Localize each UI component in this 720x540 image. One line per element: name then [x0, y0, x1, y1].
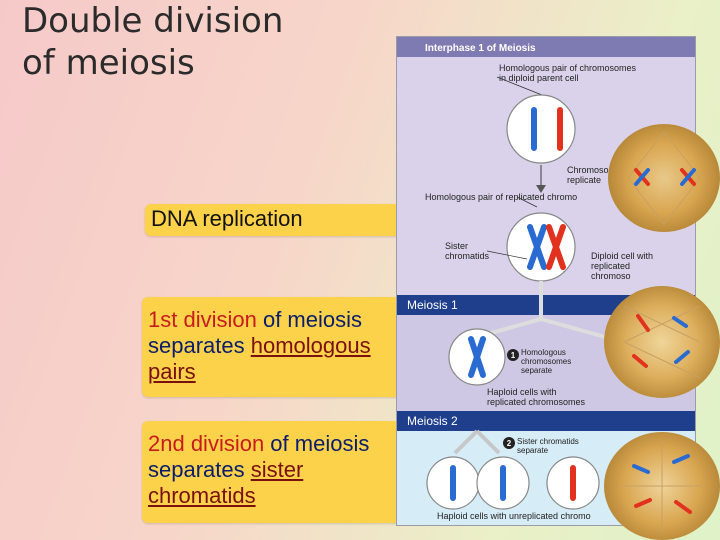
label-sister: Sister: [445, 241, 468, 251]
label-haploid-unreplicated: Haploid cells with unreplicated chromo: [437, 511, 591, 521]
label-replicate: replicate: [567, 175, 601, 185]
meiosis1-division-term: 1st division: [148, 307, 257, 332]
meiosis1-band-label: Meiosis 1: [407, 298, 458, 312]
step1-line1: Homologous: [521, 348, 566, 357]
step1-line2: chromosomes: [521, 357, 571, 366]
meiosis2-band: [397, 411, 695, 431]
meiosis-diagram: Interphase 1 of Meiosis Homologous pair …: [396, 36, 696, 526]
meiosis2-box: 2nd division of meiosis separates sister…: [142, 421, 400, 523]
step2-number: 2: [507, 439, 512, 448]
meiosis1-chromosome-blue: [468, 336, 486, 378]
step1-marker: [507, 349, 519, 361]
chromosome-red: [557, 107, 563, 151]
label-chromosomes-2: chromoso: [591, 271, 631, 281]
replicated-chromosome-red: [546, 224, 566, 270]
interphase-header-bar: [397, 37, 695, 57]
label-replicated: replicated: [591, 261, 630, 271]
chromatid-blue-1: [450, 465, 456, 501]
micrograph-metaphase-1: [608, 124, 720, 232]
interphase-header: Interphase 1 of Meiosis: [425, 43, 536, 54]
meiosis1-box: 1st division of meiosis separates homolo…: [142, 297, 400, 397]
meiosis1-homologous-term: homologous pairs: [148, 333, 371, 384]
label-in-diploid: in diploid parent cell: [499, 73, 579, 83]
step1-number: 1: [511, 351, 516, 360]
step2-marker: [503, 437, 515, 449]
label-haploid-replicated-1: Haploid cells with: [487, 387, 557, 397]
parent-cell: [506, 94, 576, 164]
micrograph-anaphase-1: [604, 286, 720, 398]
meiosis2-sister-term: sister chromatids: [148, 457, 304, 508]
meiosis1-text: of meiosis separates: [148, 307, 362, 358]
dna-replication-label: DNA replication: [151, 206, 303, 231]
chromatid-red-1: [570, 465, 576, 501]
replicated-chromosome-blue: [527, 224, 547, 270]
meiosis2-text: of meiosis separates: [148, 431, 370, 482]
label-chromatids: chromatids: [445, 251, 490, 261]
step2-line2: separate: [517, 446, 549, 455]
label-haploid-replicated-2: replicated chromosomes: [487, 397, 586, 407]
step1-line3: separate: [521, 366, 553, 375]
label-chromosomes: Chromosomes: [567, 165, 626, 175]
label-replicated-pair: Homologous pair of replicated chromo: [425, 192, 577, 202]
label-diploid-cell: Diploid cell with: [591, 251, 653, 261]
replicated-cell: [506, 212, 576, 282]
micrograph-meiosis-2: [604, 432, 720, 540]
chromatid-blue-2: [500, 465, 506, 501]
dna-replication-box: DNA replication: [145, 204, 400, 236]
slide-title: Double division of meiosis: [22, 1, 284, 83]
label-homologous-pair: Homologous pair of chromosomes: [499, 63, 637, 73]
step2-line1: Sister chromatids: [517, 437, 579, 446]
meiosis2-division-term: 2nd division: [148, 431, 265, 456]
meiosis2-band-label: Meiosis 2: [407, 414, 458, 428]
chromosome-blue: [531, 107, 537, 151]
